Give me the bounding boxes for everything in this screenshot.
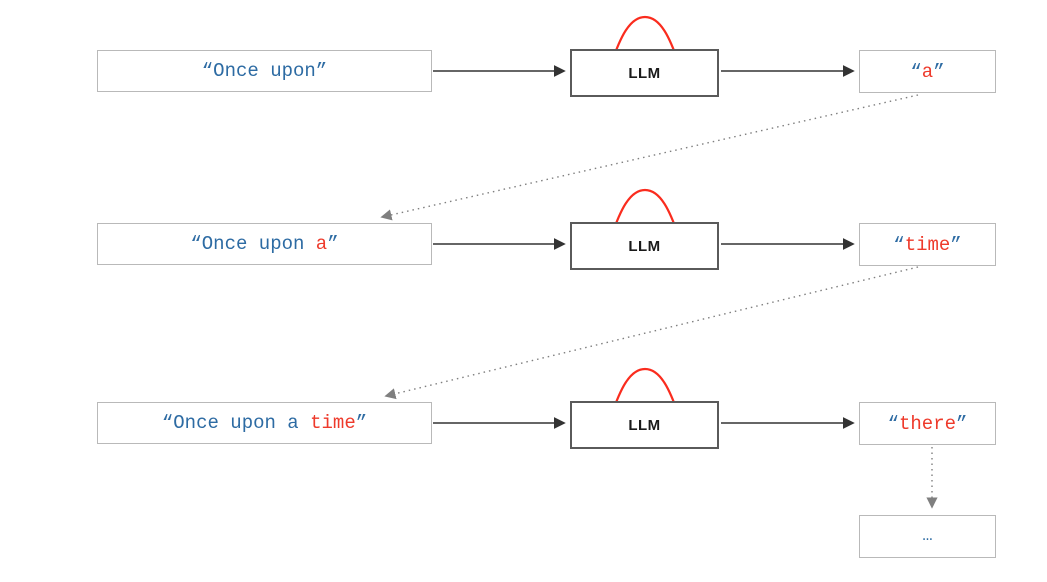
opening-quote: “ xyxy=(887,412,899,435)
llm-box-row3: LLM xyxy=(570,401,719,449)
closing-quote: ” xyxy=(956,412,968,435)
llm-label: LLM xyxy=(628,64,661,82)
input-box-row1: “Once upon” xyxy=(97,50,432,92)
output-box-row3: “there” xyxy=(859,402,996,445)
generated-token-text: time xyxy=(904,233,951,256)
opening-quote: “ xyxy=(893,233,905,256)
llm-label: LLM xyxy=(628,416,661,434)
llm-box-row2: LLM xyxy=(570,222,719,270)
output-box-row1: “a” xyxy=(859,50,996,93)
output-box-row2: “time” xyxy=(859,223,996,266)
closing-quote: ” xyxy=(327,233,339,255)
input-box-row2: “Once upon a” xyxy=(97,223,432,265)
llm-box-row1: LLM xyxy=(570,49,719,97)
prompt-text: “Once upon” xyxy=(201,60,328,82)
appended-token-text: time xyxy=(310,412,356,434)
feedback-arrow-output1-to-input2 xyxy=(380,94,919,221)
ellipsis-label: … xyxy=(922,527,933,546)
closing-quote: ” xyxy=(950,233,962,256)
generated-token-text: there xyxy=(898,412,956,435)
prompt-text: “Once upon a xyxy=(161,412,311,434)
appended-token-text: a xyxy=(315,233,328,255)
closing-quote: ” xyxy=(933,60,945,83)
ellipsis-box: … xyxy=(859,515,996,558)
generated-token-text: a xyxy=(921,60,934,83)
closing-quote: ” xyxy=(355,412,368,434)
llm-label: LLM xyxy=(628,237,661,255)
feedback-arrow-output2-to-input3 xyxy=(384,266,919,400)
opening-quote: “ xyxy=(910,60,922,83)
input-box-row3: “Once upon a time” xyxy=(97,402,432,444)
prompt-text: “Once upon xyxy=(190,233,316,255)
